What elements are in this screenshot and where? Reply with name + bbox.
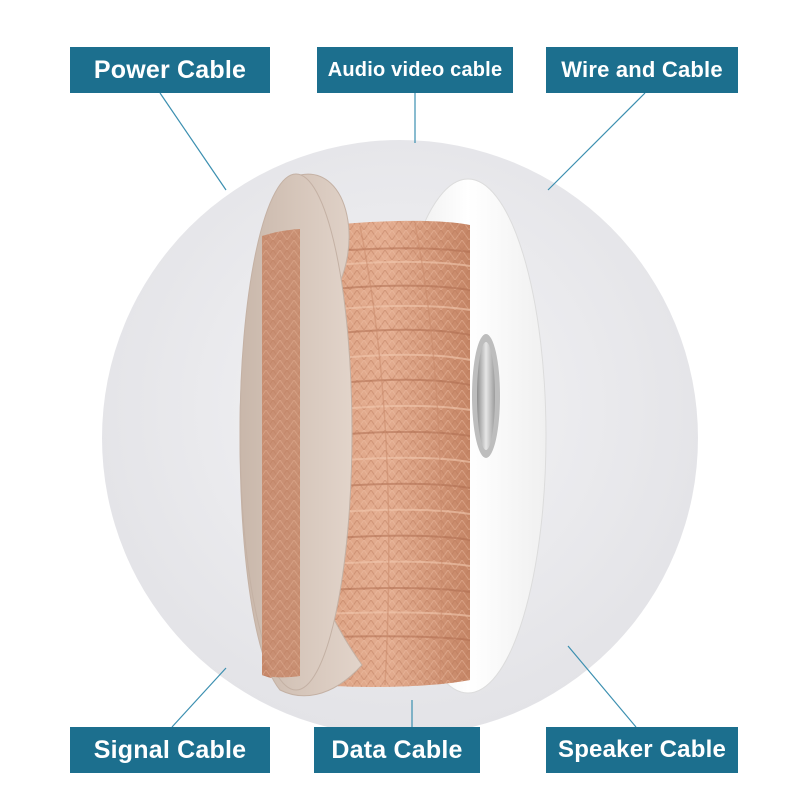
connector-line-wire: [547, 92, 646, 191]
label-speaker-cable: Speaker Cable: [546, 727, 738, 773]
label-audio-video-cable: Audio video cable: [317, 47, 513, 93]
connector-line-power: [159, 92, 227, 191]
label-wire-and-cable: Wire and Cable: [546, 47, 738, 93]
label-power-cable: Power Cable: [70, 47, 270, 93]
connector-line-signal: [171, 667, 227, 728]
label-data-cable: Data Cable: [314, 727, 480, 773]
connector-lines: [159, 92, 646, 728]
label-signal-cable: Signal Cable: [70, 727, 270, 773]
connector-line-speaker: [567, 645, 637, 728]
